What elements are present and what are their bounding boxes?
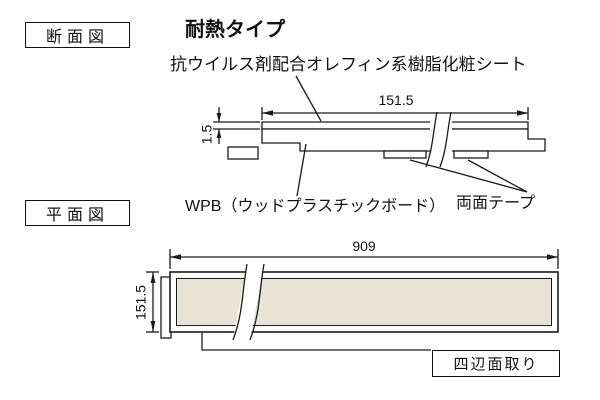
decorative-sheet-left <box>261 121 430 130</box>
plan-width-dim-text: 151.5 <box>132 284 149 321</box>
arrowhead-down <box>216 113 222 122</box>
break-mask <box>233 264 264 340</box>
break-line-2 <box>439 111 452 168</box>
decorative-sheet-right <box>452 121 529 130</box>
tape-annotation: 両面テープ <box>456 195 536 212</box>
arrowhead-right <box>517 110 528 116</box>
wpb-leader-line <box>296 143 307 197</box>
wpb-core-right <box>452 128 546 152</box>
arrowhead-up <box>216 129 222 138</box>
arrowhead-left <box>262 110 273 116</box>
break-line-2 <box>249 263 265 341</box>
section-view-title-box: 断面図 <box>25 22 130 48</box>
wpb-annotation: WPB（ウッドプラスチックボード） <box>185 198 446 215</box>
chamfer-label-box: 四辺面取り <box>432 350 560 377</box>
break-line-1 <box>232 263 248 341</box>
plan-view-drawing <box>146 249 559 351</box>
sheet-leader-line <box>295 75 322 122</box>
joint-lip <box>227 146 259 160</box>
wpb-core-left <box>261 128 430 152</box>
plan-length-dim-text: 909 <box>352 238 376 254</box>
plan-view-title-box: 平面図 <box>25 200 130 226</box>
arrowhead-left <box>170 254 181 260</box>
tape-strip-right <box>453 150 489 159</box>
arrowhead-right <box>547 254 558 260</box>
section-thickness-dim-text: 1.5 <box>198 124 215 145</box>
tape-leader-line-1 <box>409 159 528 193</box>
tape-strip-left <box>383 150 427 159</box>
plan-chamfer-inner-face <box>176 278 552 326</box>
arrowhead-down <box>150 321 156 332</box>
section-view-drawing <box>213 75 546 197</box>
chamfer-leader-line <box>201 333 431 351</box>
sheet-annotation: 抗ウイルス剤配合オレフィン系樹脂化粧シート <box>170 55 527 74</box>
arrowhead-up <box>150 272 156 283</box>
tape-leader-line-2 <box>467 159 528 193</box>
section-width-dim-text: 151.5 <box>378 92 414 108</box>
section-type-title: 耐熱タイプ <box>185 19 285 41</box>
break-line-1 <box>425 111 438 168</box>
